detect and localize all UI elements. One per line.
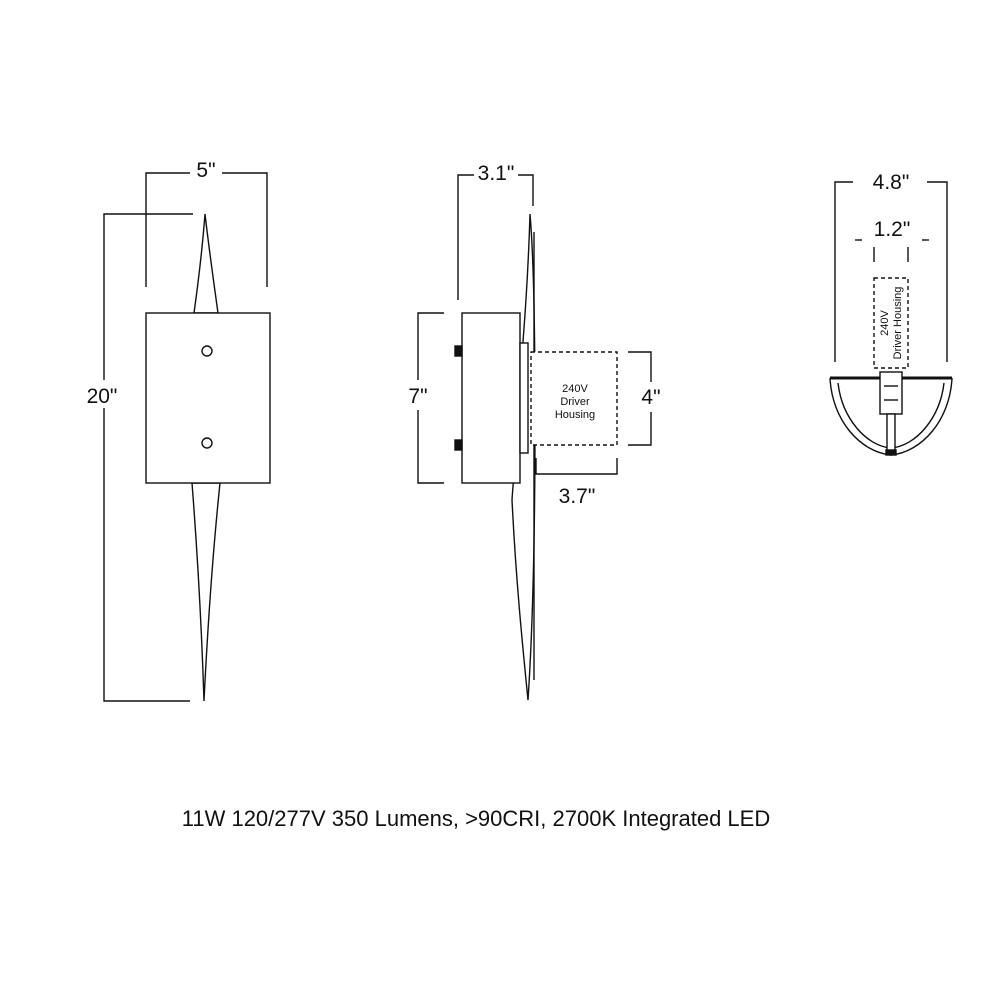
side-driver-text-1: 240V (562, 383, 588, 395)
top-width-dim-left (834, 181, 853, 362)
side-depth-dim-left (457, 174, 474, 300)
side-driver-depth-dim (535, 458, 618, 475)
spec-text: 11W 120/277V 350 Lumens, >90CRI, 2700K I… (181, 806, 771, 831)
front-width-dim-line-right (222, 172, 268, 287)
spec-text-row: 11W 120/277V 350 Lumens, >90CRI, 2700K I… (0, 806, 1000, 832)
side-depth-label: 3.1" (478, 162, 515, 185)
top-center-mount (879, 371, 903, 415)
top-driver-width-label: 1.2" (874, 218, 911, 241)
side-depth-dim-right (518, 174, 534, 206)
front-height-dim-line-bottom (103, 408, 190, 702)
front-top-spike (193, 213, 219, 314)
front-bottom-spike (191, 482, 221, 702)
front-height-label: 20" (87, 385, 118, 408)
side-driver-height-dim-top (628, 351, 652, 382)
side-driver-height-label: 4" (641, 386, 660, 409)
top-center-stem (886, 413, 896, 453)
side-mount-plate (519, 342, 529, 454)
side-driver-housing (530, 351, 618, 446)
side-driver-text-2: Driver (560, 396, 590, 408)
front-height-dim-line-top (103, 213, 193, 380)
front-mount-screw-bottom (201, 437, 213, 449)
side-driver-text-3: Housing (555, 409, 595, 421)
front-width-dim-line (145, 172, 190, 287)
side-height-dim-top (417, 312, 444, 380)
top-driver-text-group: 240V Driver Housing (879, 287, 904, 360)
front-view (103, 172, 271, 702)
side-view (417, 174, 652, 701)
side-bracket-top (454, 345, 463, 357)
side-driver-depth-label: 3.7" (559, 485, 596, 508)
top-width-dim-right (927, 181, 948, 362)
side-bracket-bottom (454, 439, 463, 451)
front-mount-screw-top (201, 345, 213, 357)
side-height-dim-bottom (417, 410, 444, 484)
top-driver-housing (873, 277, 909, 369)
front-width-label: 5" (196, 159, 215, 182)
top-stem-foot (885, 449, 897, 456)
top-view (829, 181, 953, 456)
side-driver-height-dim-bottom (628, 412, 652, 446)
side-backplate-box (461, 312, 521, 484)
top-width-label: 4.8" (873, 171, 910, 194)
side-height-label: 7" (408, 385, 427, 408)
front-backplate (145, 312, 271, 484)
top-driver-text-2: Driver Housing (892, 287, 904, 360)
top-driver-text-1: 240V (879, 309, 891, 335)
